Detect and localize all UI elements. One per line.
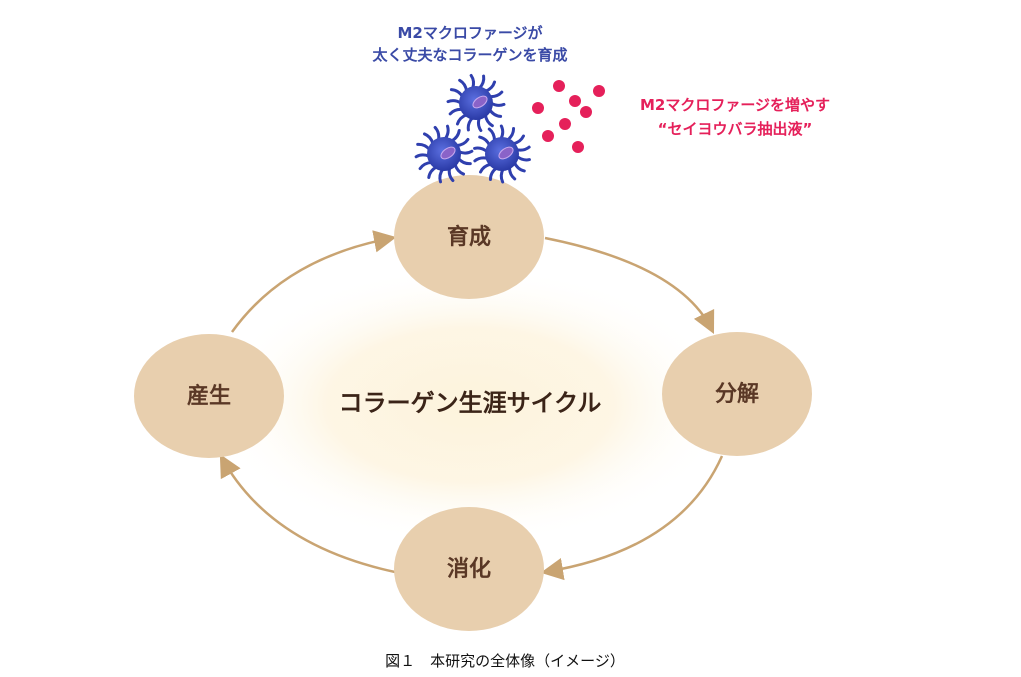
annotation-pink-line1: M2マクロファージを増やす [640,96,830,114]
arrow-left-to-top [230,230,397,333]
arrow-top-to-right [544,236,715,335]
center-label: コラーゲン生涯サイクル [339,389,602,417]
figure-caption: 図１ 本研究の全体像（イメージ） [385,652,625,670]
node-right-label: 分解 [715,381,759,407]
macrophage-cells [414,73,531,184]
node-top: 育成 [394,175,544,299]
node-right: 分解 [662,332,812,456]
cycle-arrows [219,230,724,581]
node-top-label: 育成 [447,224,491,250]
center-glow [210,265,730,545]
annotation-blue-line2: 太く丈夫なコラーゲンを育成 [372,46,567,64]
arrow-bottom-to-left [219,454,396,574]
node-left: 産生 [134,334,284,458]
rose-extract-dots [532,80,605,153]
node-bottom-label: 消化 [447,556,491,582]
arrow-right-to-bottom [540,455,724,581]
node-bottom: 消化 [394,507,544,631]
macrophage-cell [446,73,506,133]
macrophage-cell [473,124,531,184]
annotation-pink-line2: “セイヨウバラ抽出液” [658,120,813,138]
macrophage-cell [414,124,474,184]
node-left-label: 産生 [187,383,231,409]
annotation-blue-line1: M2マクロファージが [397,24,543,42]
